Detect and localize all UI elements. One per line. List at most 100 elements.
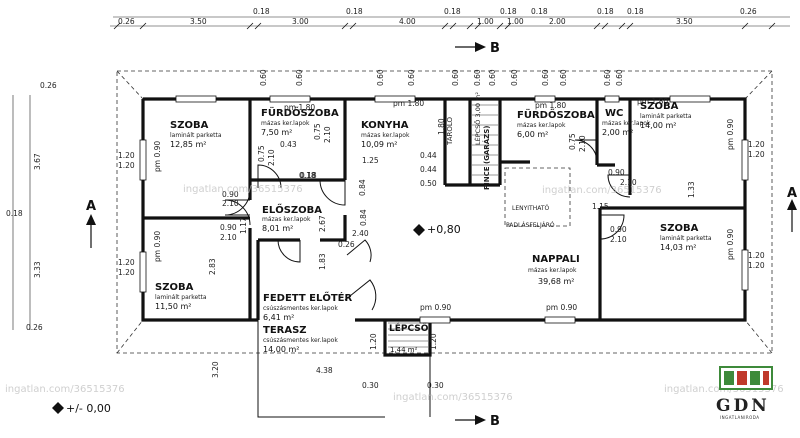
- level-marker-ground: +/- 0,00: [52, 402, 111, 415]
- dim-tick: [466, 22, 474, 30]
- dim-text: 0.60: [541, 69, 550, 86]
- dim-text: 1.00: [477, 17, 494, 26]
- room-floor: mázas ker.lapok: [602, 120, 651, 127]
- room-floor: csúszásmentes ker.lapok: [263, 337, 338, 344]
- dim-tick: [741, 22, 749, 30]
- room-name: KONYHA: [361, 120, 409, 131]
- dim-tick: [341, 22, 349, 30]
- section-letter: A: [787, 186, 797, 201]
- dim-text: 0.60: [559, 69, 568, 86]
- dim-text: 1.20: [748, 150, 765, 159]
- room-name: LÉPCSŐ: [389, 322, 429, 334]
- dim-text: 1.20: [748, 251, 765, 260]
- room-name: TERASZ: [263, 325, 307, 336]
- dim-text: 0.75: [568, 133, 577, 150]
- dim-text: 0.50: [420, 179, 437, 188]
- tarolo-label: TÁROLÓ: [445, 116, 454, 146]
- dim-text: 0.44: [420, 165, 437, 174]
- room-floor: csúszásmentes ker.lapok: [263, 305, 338, 312]
- dim-text: 3.50: [676, 17, 693, 26]
- dim-text: 2.00: [549, 17, 566, 26]
- dim-text: pm 0.90: [726, 119, 735, 150]
- dim-tick: [441, 22, 449, 30]
- dim-text: 2.10: [267, 149, 276, 166]
- dim-text: 0.18: [444, 7, 461, 16]
- dim-text: 4.38: [316, 366, 333, 375]
- room-area: 11,50 m²: [155, 302, 191, 311]
- top-dimension-line: 0.26 3.50 0.18 3.00 0.18 4.00 0.18 1.00 …: [110, 7, 790, 30]
- dim-text: 3.00: [292, 17, 309, 26]
- dim-text: pm 0.90: [153, 231, 162, 262]
- room-floor: mázas ker.lapok: [517, 122, 566, 129]
- dim-tick: [504, 22, 512, 30]
- dim-text: 2.10: [578, 135, 587, 152]
- dim-text: 0.60: [259, 69, 268, 86]
- dim-text: 0.44: [420, 151, 437, 160]
- left-dimension-line: 0.26 3.67 0.18 3.33 0.26: [6, 81, 57, 332]
- room-area: 10,09 m²: [361, 140, 397, 149]
- room-lepcso: LÉPCSŐ 1,44 m²: [389, 322, 429, 354]
- room-area: 8,01 m²: [262, 224, 293, 233]
- room-floor: mázas ker.lapok: [361, 132, 410, 139]
- room-name: WC: [605, 108, 623, 119]
- dim-text: pm 1.80: [535, 101, 566, 110]
- dim-text: 0.26: [26, 323, 43, 332]
- dim-tick: [139, 22, 147, 30]
- dim-text: 1.20: [748, 140, 765, 149]
- room-wc: WC mázas ker.lapok 2,00 m²: [602, 108, 651, 137]
- section-letter: B: [490, 414, 500, 429]
- room-name: SZOBA: [155, 282, 194, 293]
- dim-text: 1.17: [239, 217, 248, 234]
- dim-text: 0.60: [488, 69, 497, 86]
- dim-text: 2.10: [220, 233, 237, 242]
- dim-text: pm 0.90: [726, 229, 735, 260]
- roof-outline: [116, 70, 773, 354]
- dim-tick: [449, 22, 457, 30]
- dim-text: 1.20: [369, 333, 378, 350]
- stair-treads: [388, 104, 498, 348]
- dim-text: 0.26: [740, 7, 757, 16]
- dim-text: 1.25: [362, 156, 379, 165]
- dim-text: 0.60: [376, 69, 385, 86]
- room-area: 14,03 m²: [660, 243, 696, 252]
- dim-text: 1.00: [507, 17, 524, 26]
- dim-text: 1.20: [429, 333, 438, 350]
- dim-tick: [496, 22, 504, 30]
- ladder-note-1: LENYITHATÓ: [512, 205, 550, 212]
- dim-text: 2.67: [318, 215, 327, 232]
- dim-tick: [113, 22, 121, 30]
- dim-text: 0.18: [6, 209, 23, 218]
- dim-text: 2.10: [620, 178, 637, 187]
- dim-text: 3.67: [33, 153, 42, 170]
- dim-text: 0.26: [118, 17, 135, 26]
- room-name: FÜRDŐSZOBA: [517, 107, 595, 121]
- section-mark-top: B: [455, 41, 500, 56]
- level-ground-text: +/- 0,00: [66, 402, 111, 415]
- room-area: 14,00 m²: [263, 345, 299, 354]
- dim-text: 0.75: [313, 123, 322, 140]
- dim-text: 0.90: [610, 225, 627, 234]
- room-floor: mázas ker.lapok: [262, 216, 311, 223]
- dim-text: 3.20: [211, 361, 220, 378]
- level-main-text: +0,80: [427, 223, 461, 236]
- room-area: 12,85 m²: [170, 140, 206, 149]
- ladder-note-2: PADLÁSFELJÁRÓ: [506, 222, 555, 229]
- dim-text: 0.84: [358, 179, 367, 196]
- dim-text: 2.10: [323, 126, 332, 143]
- doors: [224, 139, 631, 311]
- section-mark-right: A: [787, 186, 797, 232]
- dim-text: 0.60: [295, 69, 304, 86]
- dim-text: 1.80: [437, 118, 446, 135]
- dim-tick: [349, 22, 357, 30]
- dim-text: 2.10: [610, 235, 627, 244]
- room-floor: laminált parketta: [155, 294, 207, 301]
- dim-text: 1.83: [318, 253, 327, 270]
- room-furdoszoba-2: FÜRDŐSZOBA mázas ker.lapok 6,00 m²: [517, 107, 595, 139]
- room-area: 6,41 m²: [263, 313, 294, 322]
- dim-text: 1.20: [118, 268, 135, 277]
- room-eloszoba: ELŐSZOBA mázas ker.lapok 8,01 m²: [262, 202, 322, 233]
- logo-tagline: INGATLANIRODA: [720, 415, 760, 420]
- level-marker-main: +0,80: [413, 223, 461, 236]
- dim-text: 0.84: [359, 209, 368, 226]
- room-name: SZOBA: [660, 223, 699, 234]
